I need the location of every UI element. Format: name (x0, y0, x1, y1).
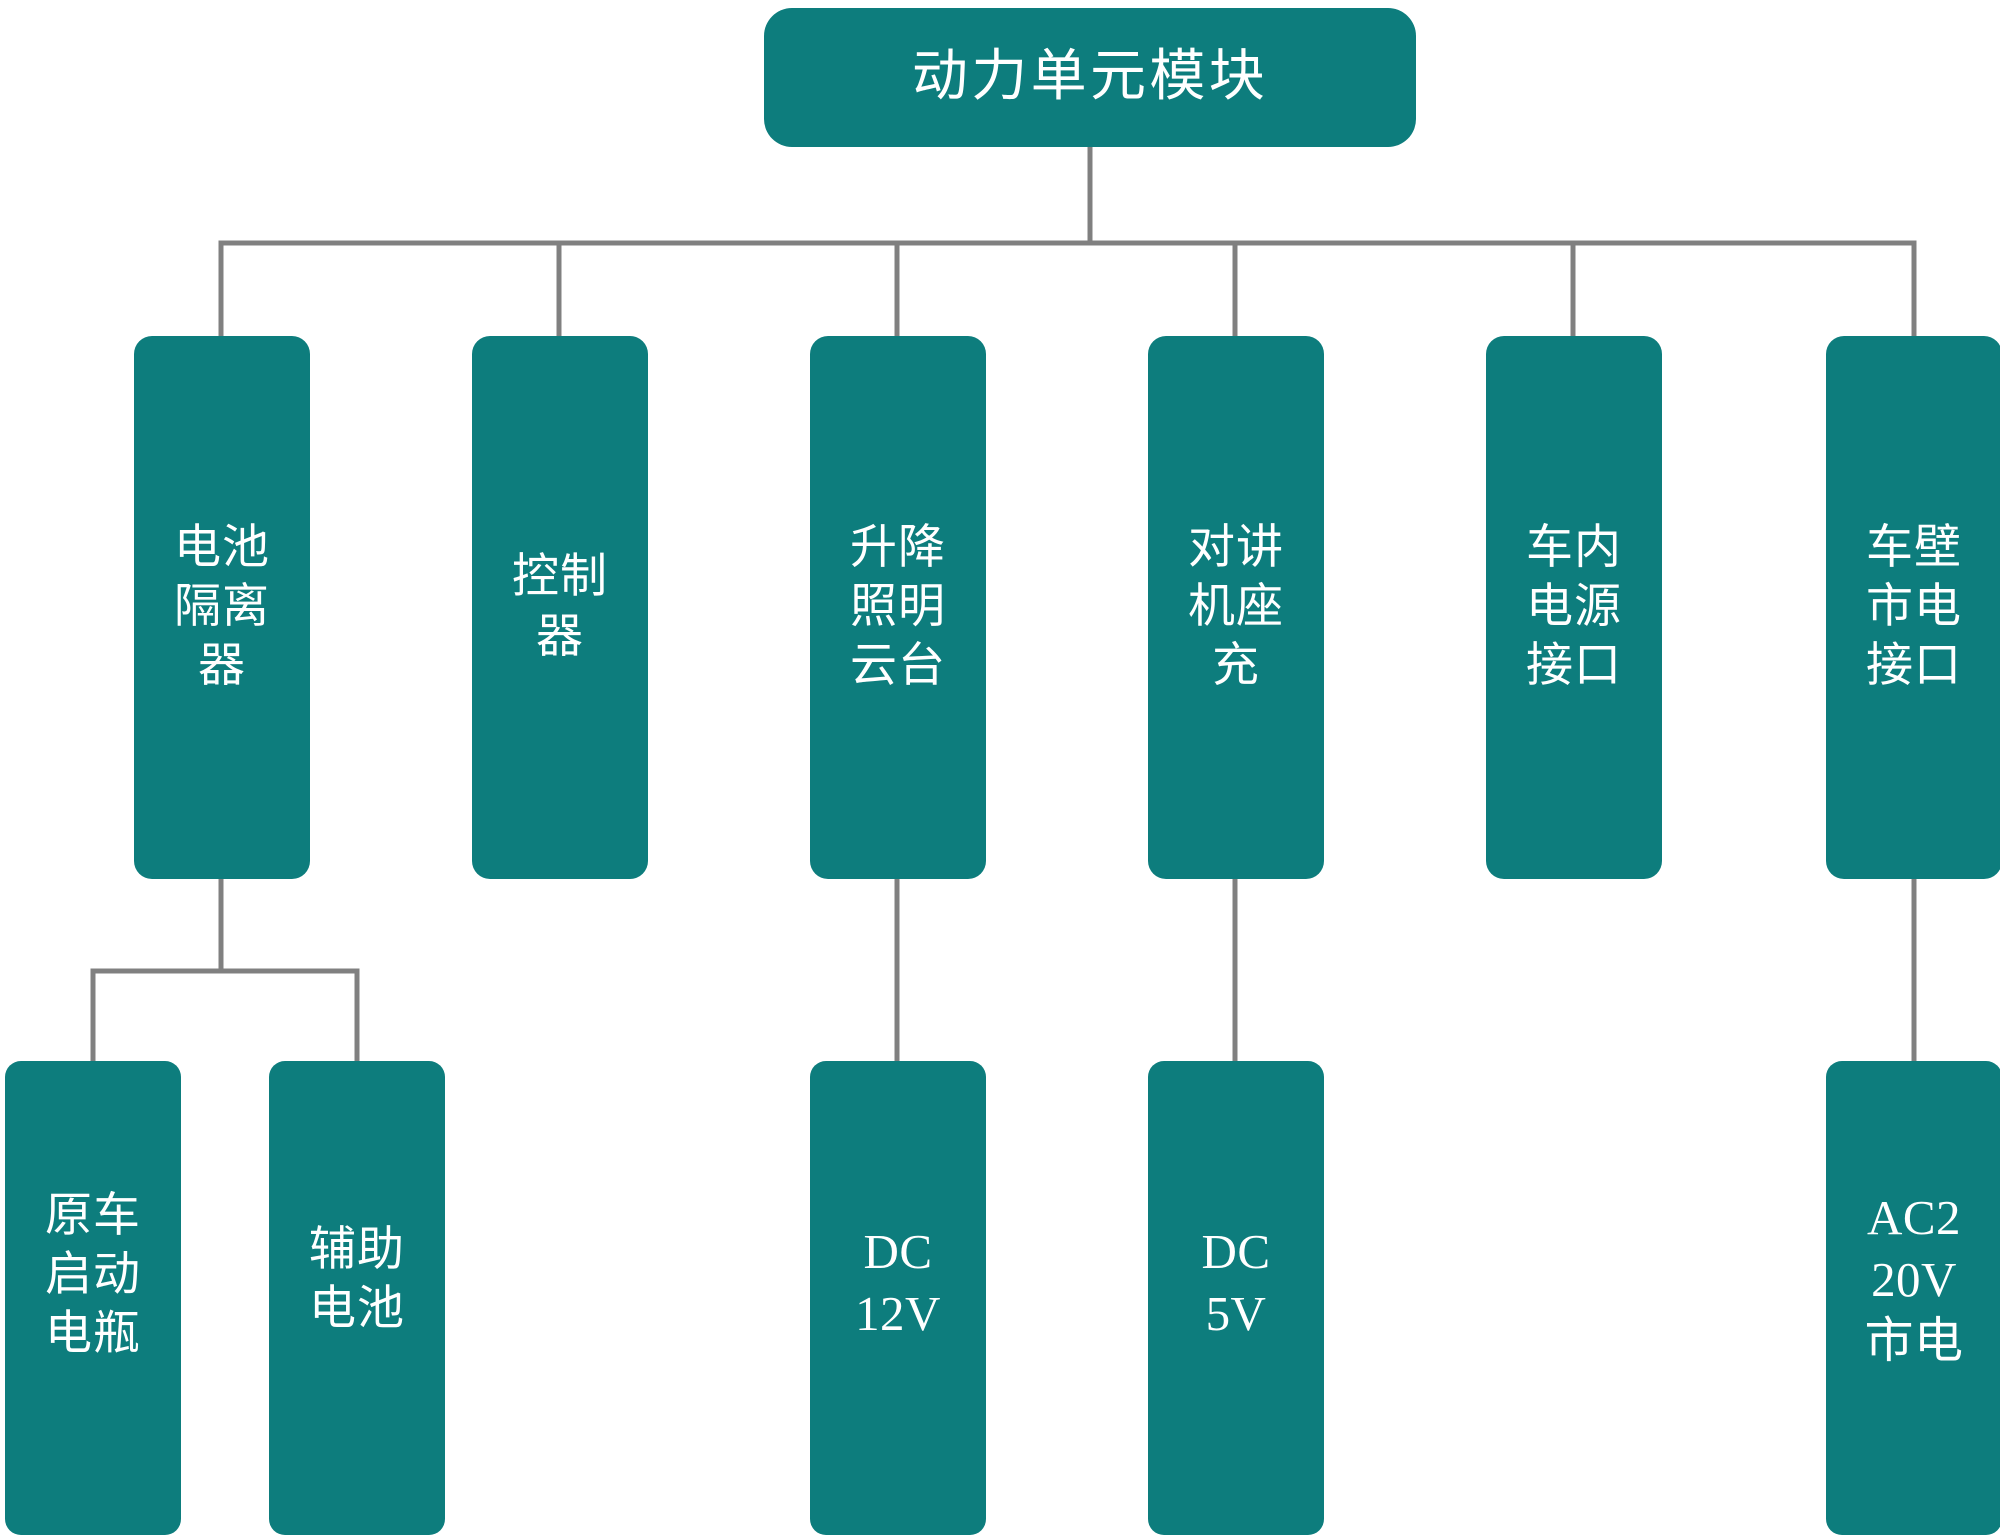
node-in-vehicle-power-port[interactable]: 车内 电源 接口 (1486, 336, 1662, 879)
node-label: AC2 20V 市电 (1864, 1190, 1964, 1369)
node-power-unit-module[interactable]: 动力单元模块 (764, 8, 1416, 147)
node-dc-12v[interactable]: DC 12V (810, 1061, 986, 1535)
node-label: 车内 电源 接口 (1526, 521, 1622, 693)
node-label: 控制 器 (512, 551, 608, 663)
node-dc-5v[interactable]: DC 5V (1148, 1061, 1324, 1535)
node-battery-isolator[interactable]: 电池 隔离 器 (134, 336, 310, 879)
node-label: DC 5V (1201, 1224, 1271, 1341)
node-lift-lighting-gimbal[interactable]: 升降 照明 云台 (810, 336, 986, 879)
node-label: 车壁 市电 接口 (1866, 521, 1962, 693)
node-label: 升降 照明 云台 (850, 521, 946, 693)
node-label: DC 12V (855, 1224, 941, 1341)
node-oem-starter-battery[interactable]: 原车 启动 电瓶 (5, 1061, 181, 1535)
node-label: 动力单元模块 (911, 46, 1269, 109)
node-controller[interactable]: 控制 器 (472, 336, 648, 879)
node-wall-mains-port[interactable]: 车壁 市电 接口 (1826, 336, 2000, 879)
node-radio-charging-dock[interactable]: 对讲 机座 充 (1148, 336, 1324, 879)
node-label: 辅助 电池 (309, 1224, 405, 1336)
node-ac-220v-mains[interactable]: AC2 20V 市电 (1826, 1061, 2000, 1535)
node-label: 对讲 机座 充 (1188, 521, 1284, 693)
node-auxiliary-battery[interactable]: 辅助 电池 (269, 1061, 445, 1535)
node-label: 电池 隔离 器 (174, 521, 270, 693)
node-label: 原车 启动 电瓶 (45, 1190, 141, 1361)
